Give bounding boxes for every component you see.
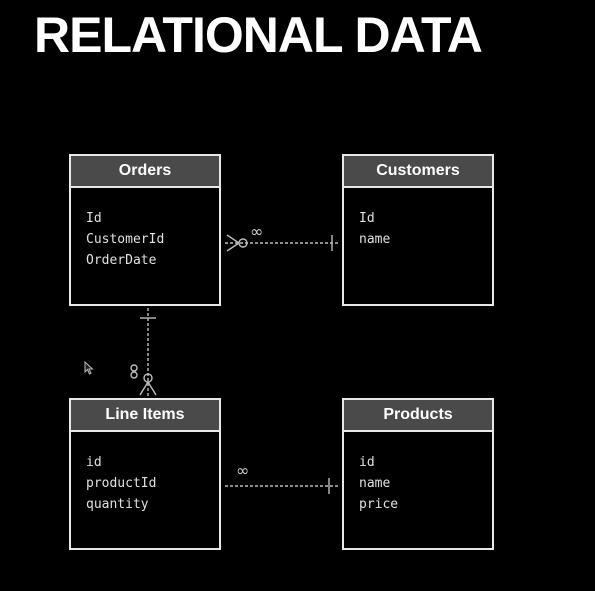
entity-title: Customers [344,156,492,188]
field-item: CustomerId [86,232,165,247]
field-item: id [359,455,375,470]
entity-orders: Orders Id CustomerId OrderDate [69,154,221,306]
many-symbol: ∞ [250,222,263,241]
entity-customers: Customers Id name [342,154,494,306]
entity-line-items: Line Items id productId quantity [69,398,221,550]
relationship-lineitems-products [225,478,340,494]
field-item: id [86,455,102,470]
optional-marker [143,373,153,383]
relationship-orders-customers [225,234,340,252]
field-item: OrderDate [86,253,157,268]
field-item: Id [359,211,375,226]
optional-marker [238,238,248,248]
entity-title: Orders [71,156,219,188]
field-item: price [359,497,399,512]
field-item: name [359,476,391,491]
field-item: productId [86,476,157,491]
crowfoot-marker [226,234,240,244]
many-symbol: ∞ [236,461,249,480]
field-item: Id [86,211,102,226]
crowfoot-marker [139,381,149,396]
entity-products: Products id name price [342,398,494,550]
entity-title: Line Items [71,400,219,432]
cursor-icon [84,361,94,375]
field-item: quantity [86,497,149,512]
page-title: RELATIONAL DATA [34,7,483,63]
many-symbol [130,364,138,372]
relationship-orders-lineitems [130,308,157,396]
field-item: name [359,232,391,247]
entity-title: Products [344,400,492,432]
